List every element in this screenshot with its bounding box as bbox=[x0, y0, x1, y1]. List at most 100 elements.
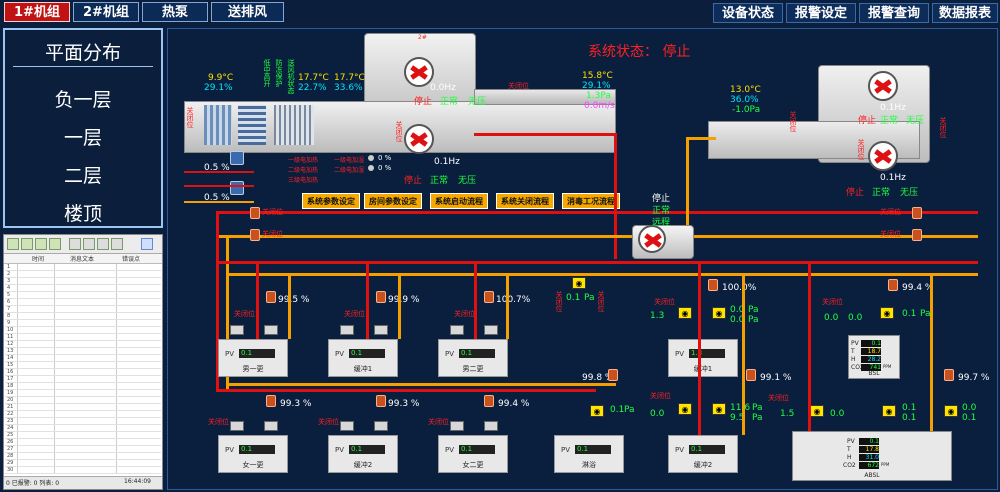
alarm-row[interactable]: 4 bbox=[5, 285, 161, 292]
disinfection-button[interactable]: 消毒工况流程 bbox=[562, 193, 620, 209]
main-valve-2[interactable] bbox=[250, 229, 260, 241]
alarm-row[interactable]: 23 bbox=[5, 418, 161, 425]
tab-heat-pump[interactable]: 热泵 bbox=[142, 2, 208, 22]
room-r8-sensor-a[interactable]: ◉ bbox=[678, 307, 692, 319]
alarm-row[interactable]: 1 bbox=[5, 264, 161, 271]
alarm-row[interactable]: 26 bbox=[5, 439, 161, 446]
room-r6-valve[interactable] bbox=[484, 395, 494, 407]
alarm-row[interactable]: 19 bbox=[5, 390, 161, 397]
room-r7-valve[interactable] bbox=[608, 369, 618, 381]
room-r9-sensor-b[interactable]: ◉ bbox=[712, 403, 726, 415]
room-r5-damper-b[interactable] bbox=[374, 421, 388, 431]
alarm-row[interactable]: 12 bbox=[5, 341, 161, 348]
alarm-row[interactable]: 28 bbox=[5, 453, 161, 460]
main-valve-3[interactable] bbox=[912, 207, 922, 219]
alarm-row[interactable]: 29 bbox=[5, 460, 161, 467]
alarm-settings-button[interactable]: 报警设定 bbox=[786, 3, 856, 23]
alarm-row[interactable]: 9 bbox=[5, 320, 161, 327]
room-absl-sensor-c[interactable]: ◉ bbox=[944, 405, 958, 417]
room-r1-valve-top[interactable] bbox=[266, 291, 276, 303]
valve-actuator-a-icon[interactable] bbox=[230, 151, 244, 165]
tab-unit-1[interactable]: 1#机组 bbox=[4, 2, 70, 22]
room-r6-damper-a[interactable] bbox=[450, 421, 464, 431]
alarm-row[interactable]: 2 bbox=[5, 271, 161, 278]
ahu2-fan-top-icon[interactable] bbox=[868, 71, 898, 101]
room-r3-damper-b[interactable] bbox=[484, 325, 498, 335]
filter-icon[interactable] bbox=[35, 238, 47, 250]
alarm-row[interactable]: 22 bbox=[5, 411, 161, 418]
room-r2-damper-a[interactable] bbox=[340, 325, 354, 335]
room-r1-damper-a[interactable] bbox=[230, 325, 244, 335]
room-r4-damper-b[interactable] bbox=[264, 421, 278, 431]
alarm-row[interactable]: 15 bbox=[5, 362, 161, 369]
mid-fan-icon[interactable] bbox=[638, 225, 666, 253]
room-r8-sensor-b[interactable]: ◉ bbox=[712, 307, 726, 319]
supply-fan-top-icon[interactable] bbox=[404, 57, 434, 87]
floor-b1-link[interactable]: 负一层 bbox=[54, 89, 112, 111]
room-r2-damper-b[interactable] bbox=[374, 325, 388, 335]
mid-pressure-sensor[interactable]: ◉ bbox=[572, 277, 586, 289]
device-status-button[interactable]: 设备状态 bbox=[713, 3, 783, 23]
help-icon[interactable] bbox=[111, 238, 123, 250]
room-r8-valve[interactable] bbox=[708, 279, 718, 291]
room-r4-damper-a[interactable] bbox=[230, 421, 244, 431]
floor-1-link[interactable]: 一层 bbox=[63, 127, 102, 149]
system-start-button[interactable]: 系统启动流程 bbox=[430, 193, 488, 209]
system-params-button[interactable]: 系统参数设定 bbox=[302, 193, 360, 209]
print-icon[interactable] bbox=[69, 238, 81, 250]
alarm-row[interactable]: 27 bbox=[5, 446, 161, 453]
room-r3-damper-a[interactable] bbox=[450, 325, 464, 335]
alarm-row[interactable]: 18 bbox=[5, 383, 161, 390]
alarm-row[interactable]: 20 bbox=[5, 397, 161, 404]
main-valve-1[interactable] bbox=[250, 207, 260, 219]
alarm-row[interactable]: 21 bbox=[5, 404, 161, 411]
tab-unit-2[interactable]: 2#机组 bbox=[73, 2, 139, 22]
data-report-button[interactable]: 数据报表 bbox=[932, 3, 998, 23]
floor-roof-link[interactable]: 楼顶 bbox=[63, 203, 102, 225]
alarm-query-button[interactable]: 报警查询 bbox=[859, 3, 929, 23]
alarm-row[interactable]: 7 bbox=[5, 306, 161, 313]
export-icon[interactable] bbox=[83, 238, 95, 250]
room-r4-valve[interactable] bbox=[266, 395, 276, 407]
room-r3-valve-top[interactable] bbox=[484, 291, 494, 303]
room-r5-valve[interactable] bbox=[376, 395, 386, 407]
ahu2-fan-bottom-icon[interactable] bbox=[868, 141, 898, 171]
alarm-row[interactable]: 11 bbox=[5, 334, 161, 341]
room-absl-sensor-b[interactable]: ◉ bbox=[882, 405, 896, 417]
main-valve-4[interactable] bbox=[912, 229, 922, 241]
valve-actuator-b-icon[interactable] bbox=[230, 181, 244, 195]
scroll-arrows-icon[interactable] bbox=[141, 238, 153, 250]
alarm-row[interactable]: 6 bbox=[5, 299, 161, 306]
alarm-row[interactable]: 17 bbox=[5, 376, 161, 383]
room-r7-sensor-icon[interactable]: ◉ bbox=[590, 405, 604, 417]
alarm-row[interactable]: 10 bbox=[5, 327, 161, 334]
room-r5-damper-a[interactable] bbox=[340, 421, 354, 431]
room-r9-sensor-a[interactable]: ◉ bbox=[678, 403, 692, 415]
alarm-row[interactable]: 16 bbox=[5, 369, 161, 376]
room-absl-valve[interactable] bbox=[944, 369, 954, 381]
alarm-row[interactable]: 5 bbox=[5, 292, 161, 299]
alarm-row[interactable]: 8 bbox=[5, 313, 161, 320]
alarm-row[interactable]: 14 bbox=[5, 355, 161, 362]
alarm-row[interactable]: 24 bbox=[5, 425, 161, 432]
supply-fan-bottom-icon[interactable] bbox=[404, 124, 434, 154]
room-params-button[interactable]: 房间参数设定 bbox=[364, 193, 422, 209]
ack-icon[interactable] bbox=[7, 238, 19, 250]
alarm-row[interactable]: 30 bbox=[5, 467, 161, 474]
alarm-row[interactable]: 25 bbox=[5, 432, 161, 439]
alarm-row[interactable]: 3 bbox=[5, 278, 161, 285]
ack-all-icon[interactable] bbox=[21, 238, 33, 250]
room-absl-sensor-a[interactable]: ◉ bbox=[810, 405, 824, 417]
settings-icon[interactable] bbox=[97, 238, 109, 250]
alarm-row[interactable]: 13 bbox=[5, 348, 161, 355]
